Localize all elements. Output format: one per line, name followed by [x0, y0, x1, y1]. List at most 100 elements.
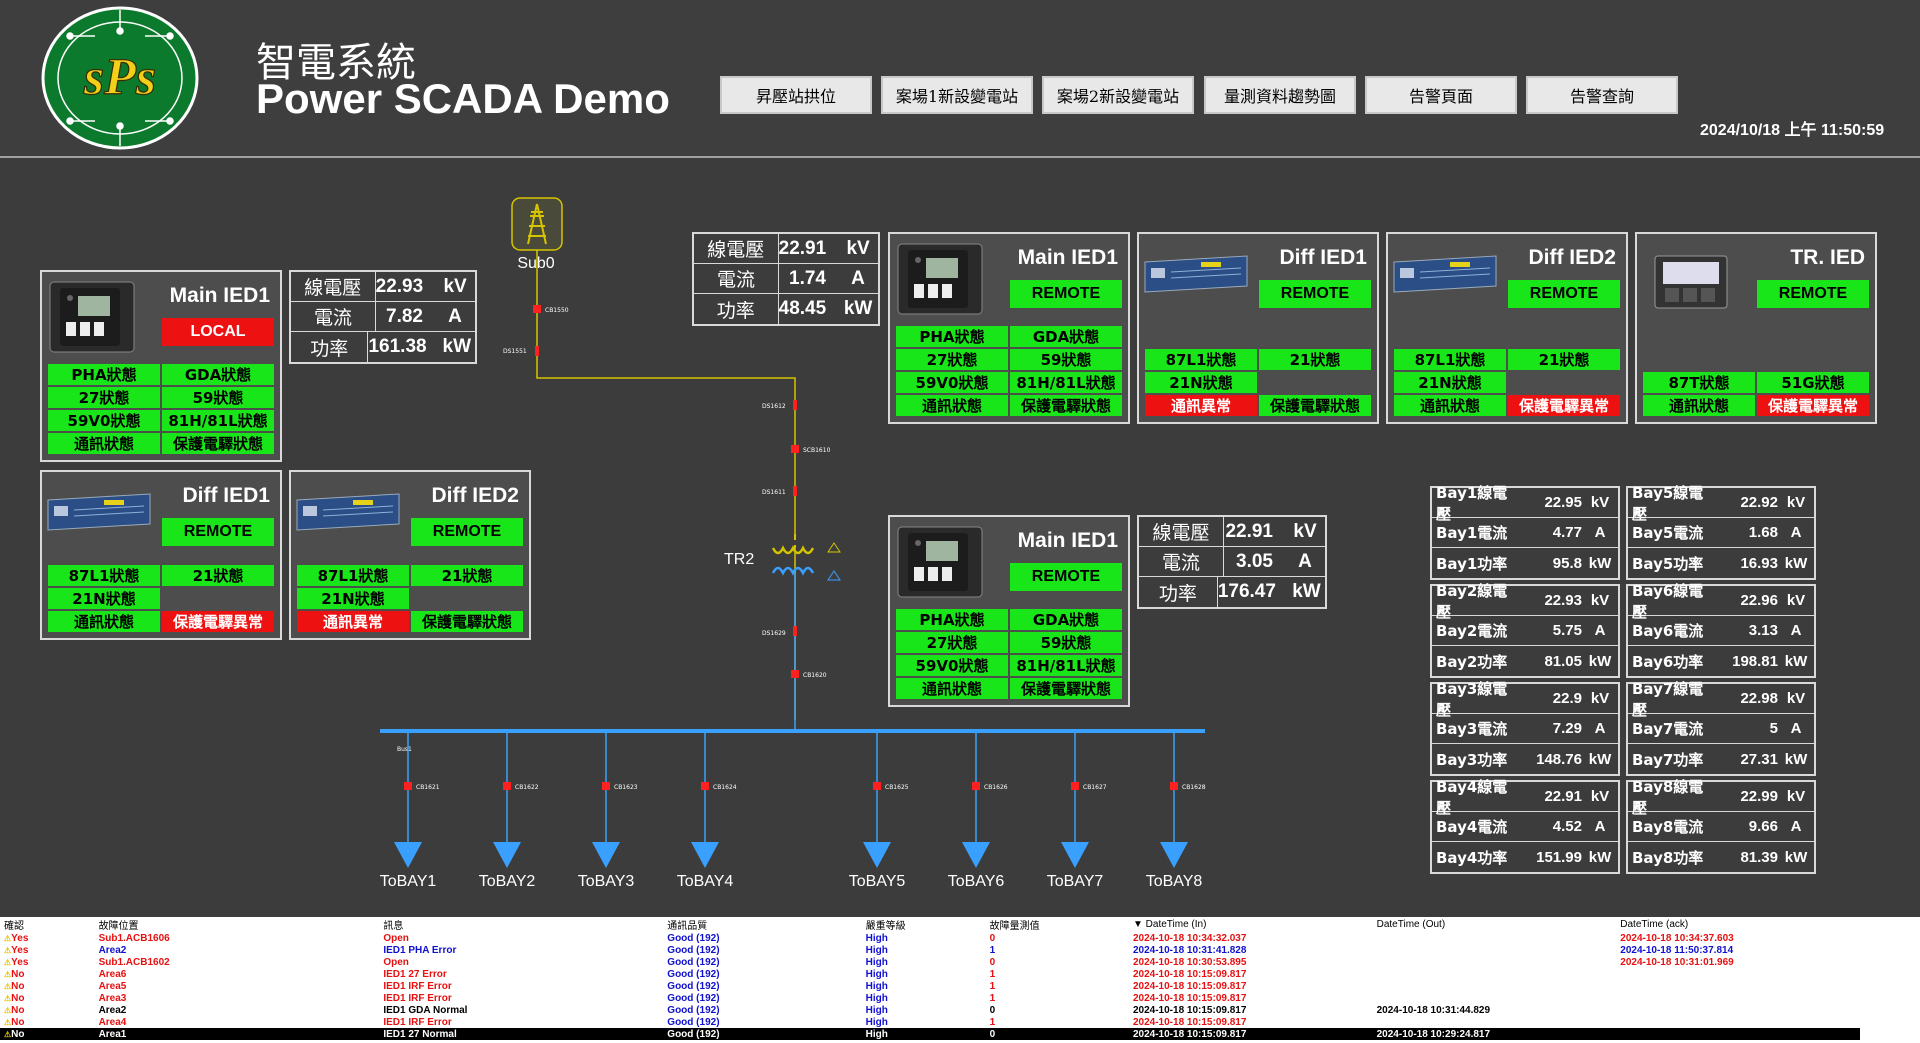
ied-status-cell[interactable]: 87L1狀態	[48, 565, 160, 586]
ied-status-cell[interactable]: 保護電驛狀態	[162, 433, 274, 454]
ied-status-cell[interactable]: 81H/81L狀態	[162, 410, 274, 431]
ied-status-cell[interactable]: 59狀態	[1010, 632, 1122, 653]
breaker-cb1627[interactable]	[1071, 782, 1079, 790]
ied-status-cell[interactable]: PHA狀態	[896, 326, 1008, 347]
ied-status-cell[interactable]: 保護電驛異常	[1757, 395, 1869, 416]
ied-status-cell[interactable]: 通訊異常	[1145, 395, 1257, 416]
ied-status-cell[interactable]: 87L1狀態	[1394, 349, 1506, 370]
ied-mode-indicator[interactable]: LOCAL	[162, 318, 274, 346]
ied-status-cell[interactable]: 59狀態	[162, 387, 274, 408]
nav-button-alarm-query[interactable]: 告警查詢	[1526, 76, 1678, 114]
ied-status-cell[interactable]: 21N狀態	[297, 588, 409, 609]
ied-status-cell[interactable]: 59狀態	[1010, 349, 1122, 370]
breaker-cb1624[interactable]	[701, 782, 709, 790]
ied-status-cell[interactable]: 27狀態	[896, 349, 1008, 370]
ied-status-cell[interactable]: 87L1狀態	[297, 565, 409, 586]
transformer-icon[interactable]	[771, 534, 841, 581]
nav-button-site1-substation[interactable]: 案場1新設變電站	[881, 76, 1033, 114]
alarm-column-header[interactable]: DateTime (Out)	[1376, 919, 1446, 930]
ied-status-cell[interactable]: 通訊狀態	[48, 611, 160, 632]
ied-status-cell[interactable]: 21狀態	[162, 565, 274, 586]
ied-mode-indicator[interactable]: REMOTE	[1757, 280, 1869, 308]
ied-status-cell[interactable]: 保護電驛異常	[162, 611, 274, 632]
ied-status-cell[interactable]: PHA狀態	[896, 609, 1008, 630]
ied-mode-indicator[interactable]: REMOTE	[1259, 280, 1371, 308]
ied-status-cell[interactable]: 保護電驛狀態	[411, 611, 523, 632]
ied-status-cell[interactable]: 59V0狀態	[896, 655, 1008, 676]
breaker-cb1623[interactable]	[602, 782, 610, 790]
ied-status-cell[interactable]: 27狀態	[896, 632, 1008, 653]
alarm-column-header[interactable]: ▼ DateTime (In)	[1132, 919, 1207, 930]
ied-status-cell[interactable]: 21狀態	[411, 565, 523, 586]
ied-status-cell[interactable]: 59V0狀態	[48, 410, 160, 431]
ied-status-cell[interactable]: 21N狀態	[48, 588, 160, 609]
ied-mode-indicator[interactable]: REMOTE	[162, 518, 274, 546]
breaker-scb1610[interactable]	[791, 445, 799, 453]
alarm-column-header[interactable]: DateTime (ack)	[1620, 919, 1689, 930]
ied-status-cell[interactable]: 21狀態	[1259, 349, 1371, 370]
ied-status-cell[interactable]: 21N狀態	[1394, 372, 1506, 393]
breaker-cb1550[interactable]	[533, 305, 541, 313]
ied-status-cell[interactable]: 51G狀態	[1757, 372, 1869, 393]
breaker-cb1620[interactable]	[791, 670, 799, 678]
alarm-column-header[interactable]: 確認	[4, 921, 24, 932]
switch-ds1629[interactable]	[793, 626, 797, 636]
ied-status-cell[interactable]: GDA狀態	[1010, 326, 1122, 347]
ied-status-cell[interactable]: 保護電驛狀態	[1010, 678, 1122, 699]
ied-status-cell[interactable]: 27狀態	[48, 387, 160, 408]
ied-status-cell[interactable]: 通訊狀態	[1643, 395, 1755, 416]
alarm-column-header[interactable]: 故障量測值	[989, 921, 1040, 932]
breaker-cb1628[interactable]	[1170, 782, 1178, 790]
ied-mode-indicator[interactable]: REMOTE	[411, 518, 523, 546]
ied-status-cell[interactable]: GDA狀態	[1010, 609, 1122, 630]
nav-button-alarm-page[interactable]: 告警頁面	[1365, 76, 1517, 114]
alarm-column-header[interactable]: 故障位置	[98, 921, 139, 932]
nav-button-site2-substation[interactable]: 案場2新設變電站	[1042, 76, 1194, 114]
ied-status-cell[interactable]: 81H/81L狀態	[1010, 655, 1122, 676]
ied-status-cell[interactable]: 保護電驛狀態	[1259, 395, 1371, 416]
ied-mode-indicator[interactable]: REMOTE	[1010, 280, 1122, 308]
breaker-cb1621[interactable]	[404, 782, 412, 790]
ied-status-cell[interactable]: 87T狀態	[1643, 372, 1755, 393]
breaker-cb1625[interactable]	[873, 782, 881, 790]
ied-status-cell[interactable]: 保護電驛狀態	[1010, 395, 1122, 416]
alarm-column-header[interactable]: 通訊品質	[667, 921, 708, 932]
ied-status-cell[interactable]: 81H/81L狀態	[1010, 372, 1122, 393]
ied-status-cell[interactable]: 通訊狀態	[896, 395, 1008, 416]
ied-status-cell[interactable]: 通訊狀態	[1394, 395, 1506, 416]
switch-ds1611[interactable]	[793, 486, 797, 496]
switch-ds1612[interactable]	[793, 400, 797, 410]
breaker-cb1622[interactable]	[503, 782, 511, 790]
ied-mode-indicator[interactable]: REMOTE	[1010, 563, 1122, 591]
ied-status-cell[interactable]: 通訊狀態	[48, 433, 160, 454]
ied-status-cell[interactable]: 59V0狀態	[896, 372, 1008, 393]
ied-status-cell[interactable]: 通訊異常	[297, 611, 409, 632]
ied-status-cell[interactable]: GDA狀態	[162, 364, 274, 385]
ied-mode-indicator[interactable]: REMOTE	[1508, 280, 1620, 308]
breaker-cb1626[interactable]	[972, 782, 980, 790]
